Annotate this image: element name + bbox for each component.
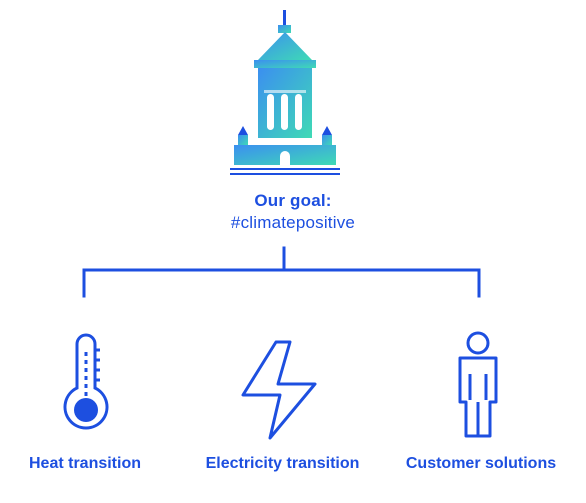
goal-title: Our goal:: [254, 191, 332, 210]
thermometer-icon: [63, 333, 109, 430]
branch-label-electricity: Electricity transition: [205, 455, 360, 472]
lightning-bolt-icon: [241, 340, 317, 440]
goal-hashtag: #climatepositive: [230, 213, 356, 232]
branch-label-customer: Customer solutions: [405, 455, 557, 472]
branch-label-heat: Heat transition: [28, 455, 141, 472]
tower-icon: [230, 10, 340, 175]
person-icon: [458, 331, 498, 438]
connector-tree: [82, 246, 481, 298]
